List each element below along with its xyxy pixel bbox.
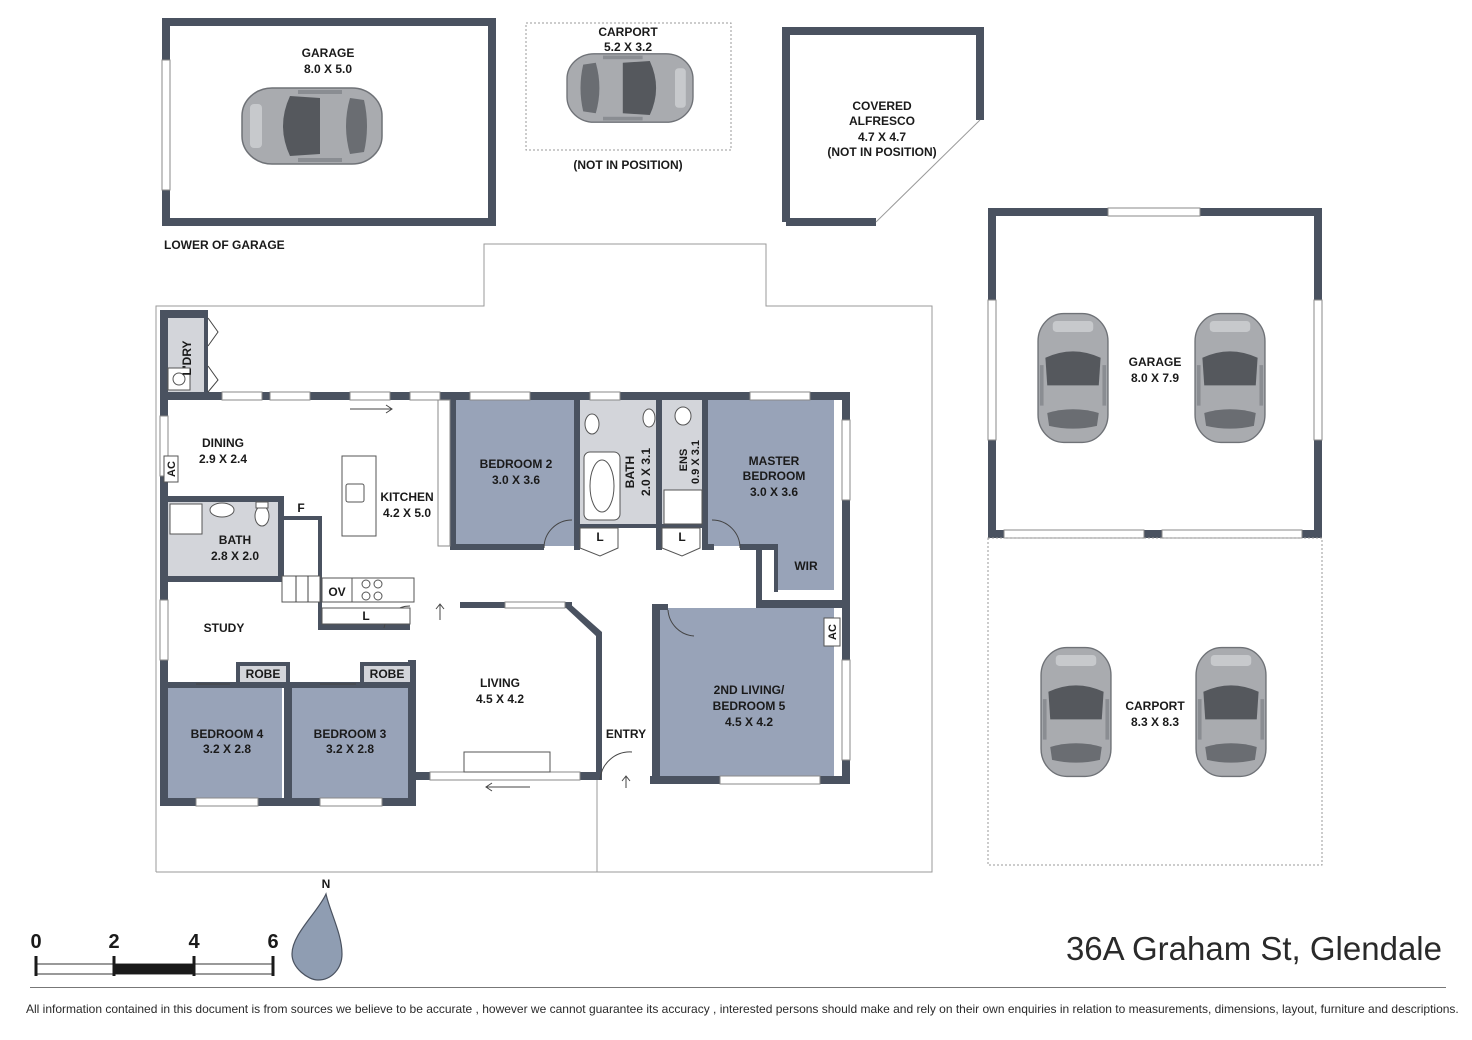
carport-right: CARPORT 8.3 X 8.3 xyxy=(987,537,1323,866)
car-icon xyxy=(1037,312,1109,444)
garage-top-dims: 8.0 X 5.0 xyxy=(304,62,352,76)
windows xyxy=(159,391,851,807)
master-name-2: BEDROOM xyxy=(743,469,806,483)
fridge-label: F xyxy=(297,501,304,515)
car-icon xyxy=(566,53,694,123)
living2-dims: 4.5 X 4.2 xyxy=(725,715,773,729)
laundry-name: L'DRY xyxy=(180,340,194,375)
ensuite-name: ENS xyxy=(678,449,690,472)
scale-tick-2: 4 xyxy=(188,931,200,953)
footer-divider xyxy=(30,987,1446,988)
carport-top: CARPORT 5.2 X 3.2 (NOT IN POSITION) xyxy=(525,22,732,172)
garage-right-dims: 8.0 X 7.9 xyxy=(1131,371,1179,385)
robe-label-bed4: ROBE xyxy=(246,667,281,681)
room-fills xyxy=(166,318,834,798)
compass-drop-icon xyxy=(291,892,343,981)
linen-label-bath: L xyxy=(596,530,603,544)
entry-name: ENTRY xyxy=(606,727,646,741)
garage-top-note: LOWER OF GARAGE xyxy=(164,238,285,252)
carport-right-dims: 8.3 X 8.3 xyxy=(1131,715,1179,729)
room-labels: L'DRY DINING 2.9 X 2.4 KITCHEN 4.2 X 5.0… xyxy=(166,340,839,756)
study-name: STUDY xyxy=(204,621,245,635)
living-dims: 4.5 X 4.2 xyxy=(476,692,524,706)
dining-dims: 2.9 X 2.4 xyxy=(199,452,247,466)
living-name: LIVING xyxy=(480,676,520,690)
dining-name: DINING xyxy=(202,436,244,450)
scale-tick-3: 6 xyxy=(267,931,278,953)
garage-top-name: GARAGE xyxy=(302,46,355,60)
linen-label-kitchen: L xyxy=(362,609,369,623)
car-icon xyxy=(1194,312,1266,444)
bedroom4-name: BEDROOM 4 xyxy=(191,727,264,741)
oven-label: OV xyxy=(328,585,345,599)
site-outline xyxy=(155,243,933,873)
carport-top-name: CARPORT xyxy=(598,25,658,39)
alfresco-name-1: COVERED xyxy=(852,99,912,113)
garage-top: GARAGE 8.0 X 5.0 LOWER OF GARAGE xyxy=(161,18,496,252)
car-icon xyxy=(1040,646,1112,778)
car-icon xyxy=(1195,646,1267,778)
bedroom4-dims: 3.2 X 2.8 xyxy=(203,742,251,756)
scale-tick-0: 0 xyxy=(30,931,41,953)
bath-west-dims: 2.8 X 2.0 xyxy=(211,549,259,563)
north-label: N xyxy=(322,877,331,891)
fixtures xyxy=(163,367,841,792)
property-address: 36A Graham St, Glendale xyxy=(1065,930,1442,967)
bedroom2-name: BEDROOM 2 xyxy=(480,457,553,471)
robe-label-bed3: ROBE xyxy=(370,667,405,681)
alfresco-dims: 4.7 X 4.7 xyxy=(858,130,906,144)
scale-bar: 0 2 4 6 xyxy=(30,931,279,976)
carport-top-dims: 5.2 X 3.2 xyxy=(604,40,652,54)
bath-main-name: BATH xyxy=(623,456,637,488)
ac-label-living2: AC xyxy=(827,624,839,640)
bedroom3-name: BEDROOM 3 xyxy=(314,727,387,741)
linen-label-ens: L xyxy=(678,530,685,544)
ensuite-dims: 0.9 X 3.1 xyxy=(690,440,702,484)
garage-right-name: GARAGE xyxy=(1129,355,1182,369)
alfresco-note: (NOT IN POSITION) xyxy=(827,145,936,159)
bath-west-name: BATH xyxy=(219,533,251,547)
north-pointer: N xyxy=(291,877,343,981)
garage-right: GARAGE 8.0 X 7.9 xyxy=(987,207,1323,539)
bedroom3-dims: 3.2 X 2.8 xyxy=(326,742,374,756)
ac-label-dining: AC xyxy=(166,461,178,477)
master-dims: 3.0 X 3.6 xyxy=(750,485,798,499)
living2-name-1: 2ND LIVING/ xyxy=(714,683,785,697)
bedroom2-dims: 3.0 X 3.6 xyxy=(492,473,540,487)
car-icon xyxy=(241,87,383,165)
kitchen-dims: 4.2 X 5.0 xyxy=(383,506,431,520)
carport-right-name: CARPORT xyxy=(1125,699,1185,713)
living2-name-2: BEDROOM 5 xyxy=(713,699,786,713)
carport-top-note: (NOT IN POSITION) xyxy=(573,158,682,172)
disclaimer-text: All information contained in this docume… xyxy=(26,1002,1459,1016)
bath-main-dims: 2.0 X 3.1 xyxy=(639,448,653,496)
master-name-1: MASTER xyxy=(749,454,800,468)
scale-tick-1: 2 xyxy=(108,931,119,953)
kitchen-name: KITCHEN xyxy=(380,490,433,504)
alfresco-name-2: ALFRESCO xyxy=(849,114,915,128)
alfresco: COVERED ALFRESCO 4.7 X 4.7 (NOT IN POSIT… xyxy=(782,27,984,226)
wir-name: WIR xyxy=(794,559,818,573)
